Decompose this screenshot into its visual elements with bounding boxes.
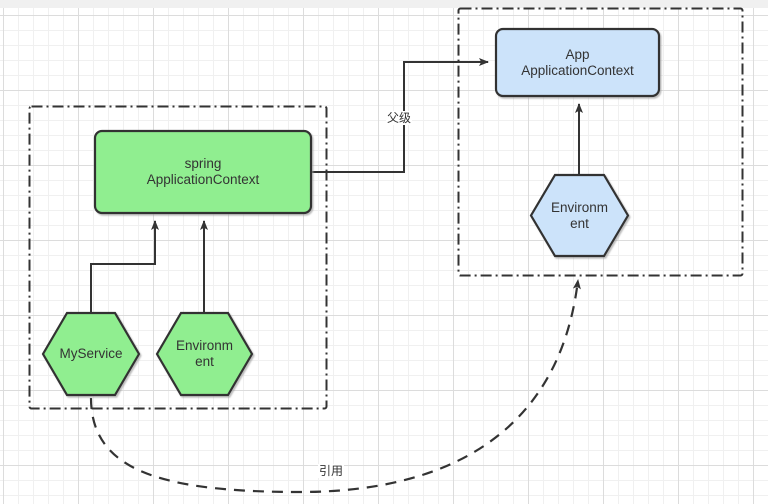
node-app-application-context[interactable]	[494, 27, 661, 98]
edge-label-parent: 父级	[386, 111, 413, 125]
node-spring-application-context[interactable]	[93, 129, 313, 215]
canvas-top-band	[0, 0, 768, 8]
node-myservice[interactable]	[41, 311, 141, 397]
right-boundary-container[interactable]	[457, 7, 744, 277]
left-boundary-container[interactable]	[28, 105, 328, 410]
node-environment-green[interactable]	[155, 311, 254, 397]
node-environment-blue[interactable]	[529, 173, 630, 258]
edge-myservice-to-env-blue-reference[interactable]	[89, 279, 581, 494]
edge-label-reference: 引用	[318, 464, 345, 478]
